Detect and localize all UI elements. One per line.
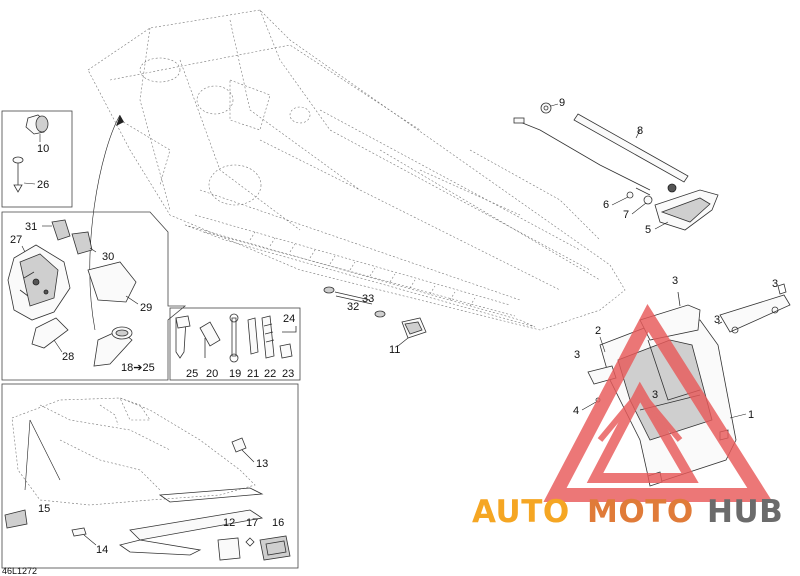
tether-assembly: 9 8 6 7 5: [513, 97, 719, 236]
callout-27: 27: [10, 234, 22, 246]
callout-11: 11: [389, 344, 400, 356]
callout-32: 32: [347, 301, 359, 313]
watermark-logo: [543, 304, 773, 502]
callout-10: 10: [37, 143, 49, 155]
callout-25: 25: [186, 368, 198, 380]
callout-23: 23: [282, 368, 294, 380]
callout-1: 1: [748, 409, 754, 421]
panel-hood-parts: 31 27 30 29 28 18➔25: [1, 211, 187, 381]
callout-21: 21: [247, 368, 259, 380]
callout-3-left: 3: [574, 349, 580, 361]
hardware-32-33-11: 33 32 11: [323, 286, 427, 356]
watermark-hub: HUB: [707, 494, 783, 530]
callout-17: 17: [246, 517, 258, 529]
callout-19: 19: [229, 368, 241, 380]
watermark-triangle-outer: [543, 304, 773, 502]
callout-5: 5: [645, 224, 651, 236]
callout-3-mid: 3: [714, 314, 720, 326]
box-hardware-10-26: 10 26: [1, 110, 73, 208]
side-panel-assembly: 3 3 3 3 3 2 4 1: [573, 275, 791, 487]
leader-curve: [89, 114, 121, 331]
callout-26: 26: [37, 179, 49, 191]
callout-3-inner: 3: [652, 389, 658, 401]
leader-arrowhead: [116, 115, 124, 126]
callout-14: 14: [96, 544, 108, 556]
callout-8: 8: [637, 125, 643, 137]
callout-20: 20: [206, 368, 218, 380]
panel-sled-overview: 15 14 13 12 17 16: [1, 383, 299, 569]
callout-33: 33: [362, 293, 374, 305]
running-board: [184, 214, 536, 328]
callout-30: 30: [102, 251, 114, 263]
callout-31: 31: [25, 221, 37, 233]
callout-15: 15: [38, 503, 50, 515]
watermark-text: AUTO MOTO HUB: [472, 494, 783, 530]
callout-7: 7: [623, 209, 629, 221]
callout-9: 9: [559, 97, 565, 109]
diagram-code: 46L1272: [2, 566, 37, 576]
callout-6: 6: [603, 199, 609, 211]
callout-18: 18➔25: [121, 362, 155, 374]
callout-16: 16: [272, 517, 284, 529]
callout-3-top: 3: [672, 275, 678, 287]
chassis-frame: [87, 9, 626, 331]
callout-2: 2: [595, 325, 601, 337]
watermark-auto: AUTO: [472, 494, 570, 530]
callout-12: 12: [223, 517, 235, 529]
callout-22: 22: [264, 368, 276, 380]
callout-3-right: 3: [772, 278, 778, 290]
panel-tool-kit: 25 20 19 21 22 24 23: [169, 307, 301, 381]
callout-29: 29: [140, 302, 152, 314]
callout-24: 24: [283, 313, 295, 325]
callout-4: 4: [573, 405, 579, 417]
callout-28: 28: [62, 351, 74, 363]
watermark-moto: MOTO: [587, 494, 694, 530]
watermark-triangle-inner: [586, 381, 699, 483]
callout-13: 13: [256, 458, 268, 470]
